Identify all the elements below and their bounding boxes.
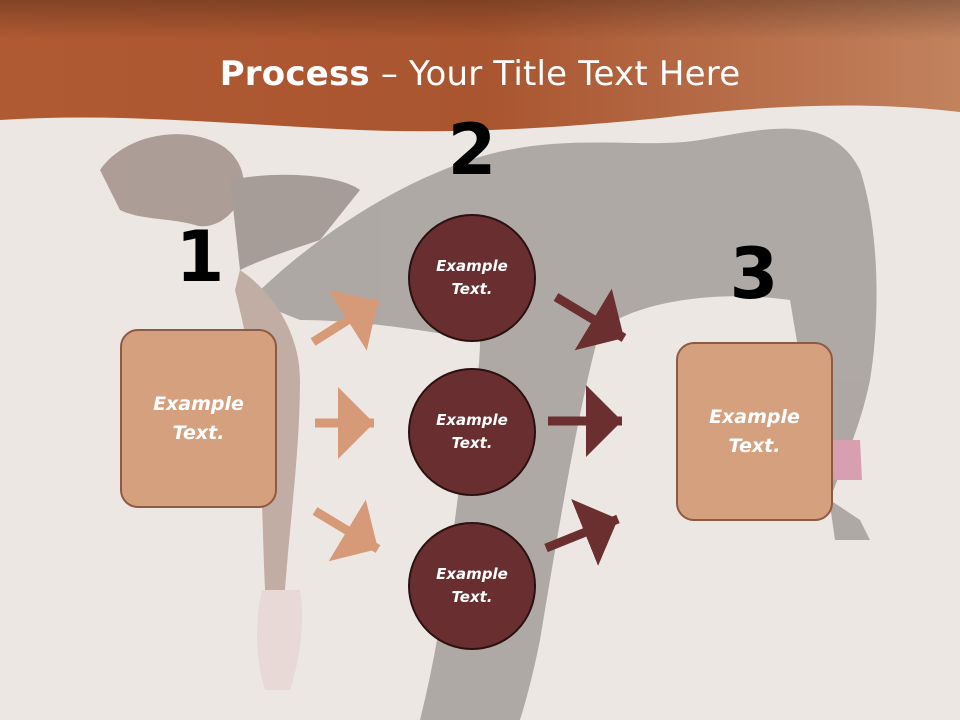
process-circle-3: Example Text. — [408, 522, 536, 650]
step-number-3: 3 — [729, 233, 779, 315]
right-box: Example Text. — [676, 342, 833, 521]
process-circle-1: Example Text. — [408, 214, 536, 342]
circle-3-text: Example Text. — [436, 565, 508, 606]
step-number-1: 1 — [175, 216, 225, 298]
circle-2-text: Example Text. — [436, 411, 508, 452]
left-box: Example Text. — [120, 329, 277, 508]
title-rest: – Your Title Text Here — [369, 54, 741, 94]
right-box-text: Example Text. — [709, 405, 800, 457]
circle-1-text: Example Text. — [436, 257, 508, 298]
left-box-text: Example Text. — [153, 392, 244, 444]
arrow-from-circle-1 — [553, 288, 627, 351]
process-circle-2: Example Text. — [408, 368, 536, 496]
page-title: Process – Your Title Text Here — [0, 52, 960, 96]
title-bold: Process — [219, 54, 370, 94]
arrow-to-circle-1 — [310, 289, 381, 351]
header-band — [0, 0, 960, 132]
arrow-to-circle-3 — [312, 499, 381, 562]
arrow-from-circle-3 — [544, 499, 620, 566]
step-number-2: 2 — [447, 109, 497, 191]
